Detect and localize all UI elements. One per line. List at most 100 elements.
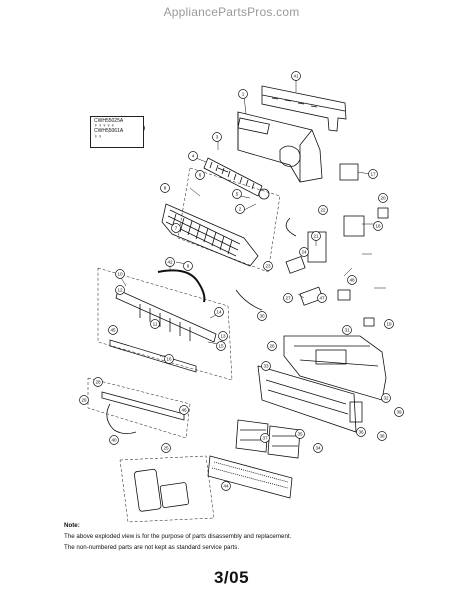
callout-38: 38 — [377, 431, 387, 441]
callout-41: 41 — [291, 71, 301, 81]
svg-text:29: 29 — [81, 398, 87, 403]
callout-40: 40 — [109, 435, 119, 445]
svg-text:6: 6 — [199, 173, 202, 178]
svg-text:40: 40 — [111, 438, 117, 443]
callout-34: 34 — [313, 443, 323, 453]
svg-text:33: 33 — [263, 364, 269, 369]
front-grille — [257, 365, 357, 433]
callout-1: 1 — [238, 89, 248, 99]
callout-32: 32 — [381, 393, 391, 403]
svg-text:44: 44 — [223, 484, 229, 489]
svg-text:22: 22 — [320, 208, 326, 213]
svg-text:35: 35 — [297, 432, 303, 437]
callout-13: 13 — [218, 331, 228, 341]
remote-holder — [159, 482, 189, 508]
callout-8: 8 — [160, 183, 170, 193]
svg-text:25: 25 — [163, 446, 169, 451]
mounting-plate — [261, 85, 347, 132]
group-outline-upper — [177, 167, 281, 273]
callout-4: 4 — [188, 151, 198, 161]
callout-27: 27 — [283, 293, 293, 303]
kit-pins-icon: ♆♆ — [94, 133, 103, 140]
callout-31: 31 — [342, 325, 352, 335]
callout-17: 17 — [368, 169, 378, 179]
callout-35: 35 — [295, 429, 305, 439]
svg-text:37: 37 — [262, 436, 268, 441]
svg-text:18: 18 — [375, 224, 381, 229]
callout-45: 45 — [108, 325, 118, 335]
note-section: Note: The above exploded view is for the… — [64, 520, 444, 553]
svg-text:2: 2 — [239, 207, 242, 212]
callout-22: 22 — [318, 205, 328, 215]
note-heading: Note: — [64, 522, 80, 529]
cross-flow-fan — [203, 157, 263, 197]
svg-text:41: 41 — [293, 74, 299, 79]
callout-37: 37 — [260, 433, 270, 443]
callout-19: 19 — [384, 319, 394, 329]
callout-28: 28 — [93, 377, 103, 387]
note-line-2: The non-numbered parts are not kept as s… — [64, 544, 240, 551]
svg-text:26: 26 — [269, 344, 275, 349]
callout-2: 2 — [235, 204, 245, 214]
svg-text:36: 36 — [358, 430, 364, 435]
svg-text:10: 10 — [117, 272, 123, 277]
svg-text:46: 46 — [181, 408, 187, 413]
callout-29: 29 — [79, 395, 89, 405]
svg-text:27: 27 — [285, 296, 291, 301]
callout-21: 21 — [311, 231, 321, 241]
air-filters — [235, 419, 301, 459]
group-outline-middle — [97, 267, 233, 381]
callout-24: 24 — [299, 247, 309, 257]
chassis-frame — [237, 111, 323, 183]
svg-text:48: 48 — [349, 278, 355, 283]
svg-text:3: 3 — [216, 135, 219, 140]
svg-text:19: 19 — [386, 322, 392, 327]
svg-text:4: 4 — [192, 154, 195, 159]
kit-code-1: CWH55025A — [94, 118, 124, 124]
svg-text:24: 24 — [301, 250, 307, 255]
svg-text:17: 17 — [370, 172, 376, 177]
svg-text:8: 8 — [164, 186, 167, 191]
svg-text:12: 12 — [117, 288, 123, 293]
svg-text:13: 13 — [220, 334, 226, 339]
svg-text:42: 42 — [167, 260, 173, 265]
svg-text:21: 21 — [313, 234, 319, 239]
callout-16: 16 — [164, 354, 174, 364]
svg-text:23: 23 — [265, 264, 271, 269]
callout-7: 7 — [171, 223, 181, 233]
svg-text:38: 38 — [379, 434, 385, 439]
callout-5: 5 — [232, 189, 242, 199]
svg-text:28: 28 — [95, 380, 101, 385]
remote-group-outline — [119, 455, 215, 523]
callout-20: 20 — [378, 193, 388, 203]
callout-15: 15 — [216, 341, 226, 351]
evaporator-coil — [161, 203, 259, 267]
svg-text:45: 45 — [110, 328, 116, 333]
svg-text:47: 47 — [319, 296, 325, 301]
remote-control — [133, 468, 162, 512]
svg-text:14: 14 — [216, 310, 222, 315]
callout-11: 11 — [150, 319, 160, 329]
svg-text:15: 15 — [218, 344, 224, 349]
svg-text:5: 5 — [236, 192, 239, 197]
callout-6: 6 — [195, 170, 205, 180]
svg-text:39: 39 — [396, 410, 402, 415]
callout-48: 48 — [347, 275, 357, 285]
svg-text:32: 32 — [383, 396, 389, 401]
callout-18: 18 — [373, 221, 383, 231]
svg-text:9: 9 — [187, 264, 190, 269]
callout-47: 47 — [317, 293, 327, 303]
svg-text:20: 20 — [380, 196, 386, 201]
kit-code-2: CWH55061A — [94, 128, 124, 135]
svg-text:1: 1 — [242, 92, 245, 97]
svg-text:11: 11 — [153, 322, 158, 327]
callout-30: 30 — [257, 311, 267, 321]
callout-3: 3 — [212, 132, 222, 142]
note-line-1: The above exploded view is for the purpo… — [64, 533, 292, 540]
callout-26: 26 — [267, 341, 277, 351]
callout-42: 42 — [165, 257, 175, 267]
lower-filter-frame — [207, 455, 293, 499]
callout-46: 46 — [179, 405, 189, 415]
callout-36: 36 — [356, 427, 366, 437]
